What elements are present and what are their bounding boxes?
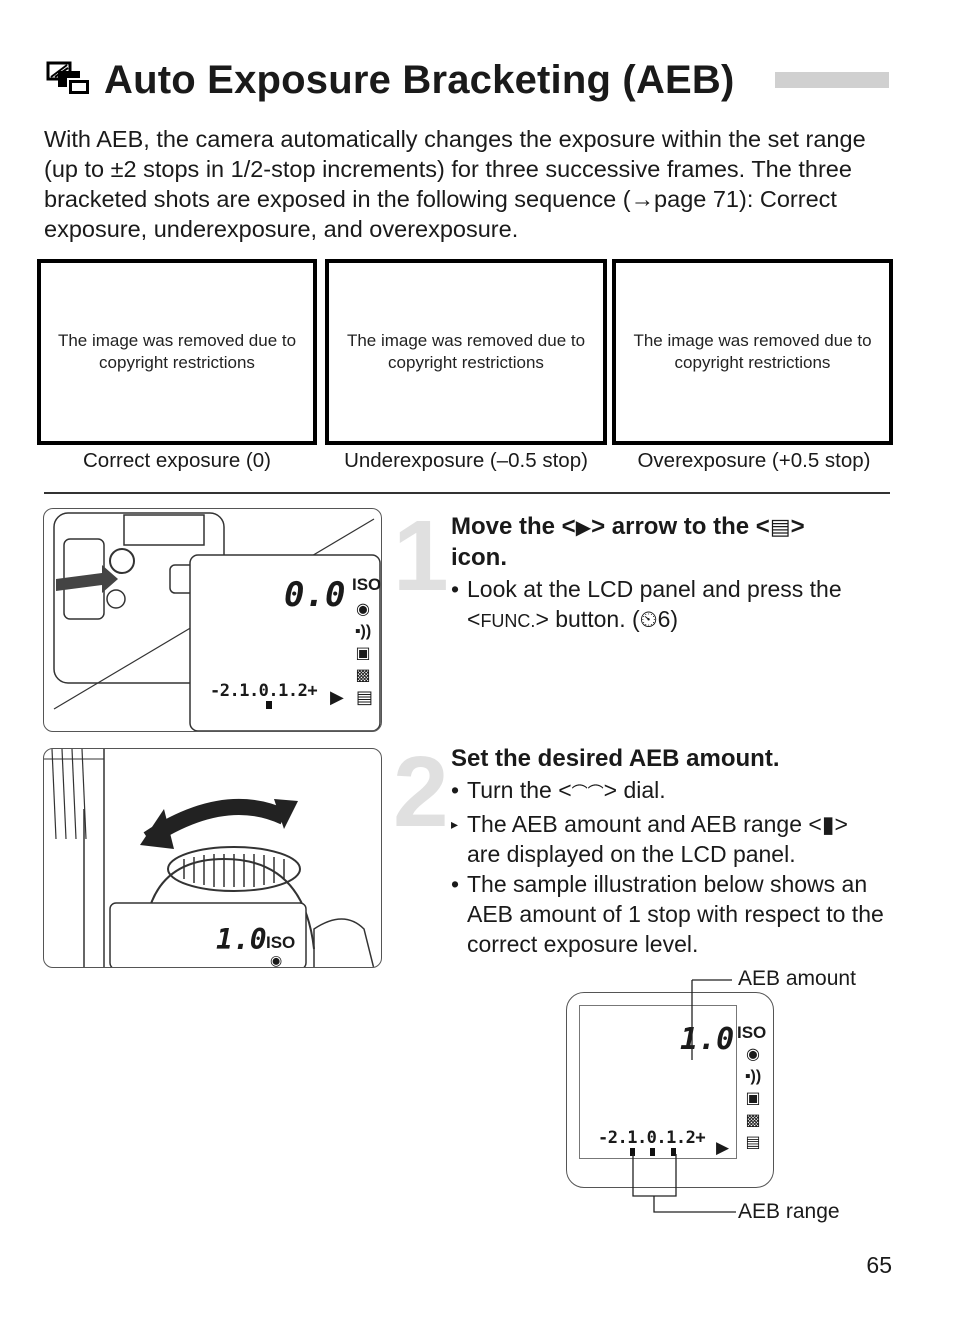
step-number-2: 2	[393, 736, 449, 848]
aeb-range-marker-icon: ▮	[821, 811, 835, 837]
dial-drawing	[44, 749, 375, 967]
bullet-text: Look at the LCD panel and press the	[467, 576, 842, 602]
title-text: Auto Exposure Bracketing (AEB)	[104, 57, 735, 102]
title-rule	[775, 72, 889, 88]
aeb-icon: ▤	[745, 1134, 761, 1151]
lcd-exposure-value: 1.0	[216, 923, 267, 956]
timer-icon: ⏲	[639, 606, 658, 632]
bullet-text: The sample illustration below shows an A…	[467, 871, 884, 957]
sample-placeholder-text: The image was removed due to copyright r…	[57, 331, 297, 372]
arrow-right-icon: ▶	[330, 687, 344, 707]
beep-icon: ▪))	[354, 623, 372, 640]
list-item: ▸ The AEB amount and AEB range <▮>are di…	[451, 811, 848, 867]
exposure-scale: -2.1.0.1.2+	[598, 1128, 706, 1148]
aeb-icon	[44, 57, 100, 103]
eye-icon: ◉	[746, 1046, 760, 1063]
bullet-text: <	[467, 606, 481, 632]
sample-placeholder-text: The image was removed due to copyright r…	[346, 331, 586, 372]
drive-icon: ▣	[745, 1090, 761, 1107]
step1-body: • Look at the LCD panel and press the <F…	[451, 574, 891, 636]
list-item: • Look at the LCD panel and press the <F…	[451, 576, 842, 632]
bullet-text: > button. (	[535, 606, 640, 632]
list-item: • Turn the <⌒⌒> dial.	[451, 777, 666, 803]
camera-illustration-step1: 0.0 ISO ◉ ▪)) ▣ ▩ -2.1.0.1.2+ ▶ ▤	[43, 508, 382, 732]
page-number: 65	[866, 1252, 892, 1278]
heading-part: >	[790, 513, 805, 540]
scale-marker	[671, 1148, 676, 1156]
caption-over: Overexposure (+0.5 stop)	[637, 449, 871, 472]
lcd-icon-column: ◉ ▪)) ▣ ▩	[348, 599, 378, 687]
sample-placeholder-text: The image was removed due to copyright r…	[633, 331, 872, 372]
iso-label: ISO	[352, 575, 382, 594]
arrow-right-icon: ▶	[716, 1138, 730, 1157]
lcd-inner-frame	[579, 1005, 737, 1159]
section-divider	[44, 492, 890, 494]
caption-correct: Correct exposure (0)	[83, 449, 271, 472]
timer-value: 6	[657, 606, 671, 632]
bullet-text: > dial.	[603, 777, 666, 803]
aeb-icon: ▤	[769, 514, 791, 539]
lcd-aeb-amount-value: 1.0	[680, 1022, 735, 1057]
callout-lines	[632, 979, 736, 1213]
aeb-icon: ▤	[356, 687, 374, 707]
scale-marker	[630, 1148, 635, 1156]
eye-icon: ◉	[356, 601, 370, 618]
camera-body-drawing	[53, 512, 381, 731]
beep-icon: ▪))	[744, 1068, 762, 1085]
flash-comp-icon: ▩	[745, 1112, 761, 1129]
caption-under: Underexposure (–0.5 stop)	[344, 449, 588, 472]
bullet-text: >	[834, 811, 848, 837]
bullet-text: are displayed on the LCD panel.	[467, 841, 796, 867]
eye-icon: ◉	[270, 952, 283, 968]
lcd-panel-figure	[566, 992, 774, 1188]
page-title: Auto Exposure Bracketing (AEB)	[44, 50, 735, 110]
step2-body: • Turn the <⌒⌒> dial. ▸ The AEB amount a…	[451, 775, 891, 959]
heading-part: icon.	[451, 544, 508, 571]
bullet-text: )	[670, 606, 679, 632]
step-number-1: 1	[393, 500, 449, 612]
intro-paragraph: With AEB, the camera automatically chang…	[44, 126, 866, 242]
lcd-icon-column: ◉ ▪)) ▣ ▩ ▤	[738, 1044, 768, 1154]
sample-image-correct: The image was removed due to copyright r…	[37, 259, 317, 445]
aeb-range-label: AEB range	[738, 1200, 840, 1223]
func-button-label: FUNC.	[480, 611, 536, 631]
heading-part: Move the <	[451, 513, 576, 540]
aeb-amount-label: AEB amount	[738, 967, 856, 990]
list-item: • The sample illustration below shows an…	[451, 869, 891, 959]
lcd-exposure-value: 0.0	[284, 575, 346, 615]
sample-image-under: The image was removed due to copyright r…	[325, 259, 607, 445]
arrow-right-icon: ▶	[575, 517, 592, 539]
iso-label: ISO	[737, 1023, 767, 1042]
exposure-scale: -2.1.0.1.2+	[210, 681, 318, 701]
camera-illustration-step2: 1.0 ISO ◉	[43, 748, 382, 968]
drive-icon: ▣	[355, 645, 371, 662]
bullet-text: The AEB amount and AEB range <	[467, 811, 822, 837]
step1-heading: Move the <▶> arrow to the <▤> icon.	[451, 512, 805, 573]
scale-marker	[650, 1148, 655, 1156]
iso-label: ISO	[266, 933, 296, 952]
step2-heading: Set the desired AEB amount.	[451, 745, 780, 772]
main-dial-icon: ⌒⌒	[571, 785, 604, 802]
heading-part: > arrow to the <	[591, 513, 770, 540]
bullet-text: Turn the <	[467, 777, 572, 803]
scale-marker	[266, 701, 272, 709]
flash-comp-icon: ▩	[355, 667, 371, 684]
sample-image-over: The image was removed due to copyright r…	[612, 259, 893, 445]
